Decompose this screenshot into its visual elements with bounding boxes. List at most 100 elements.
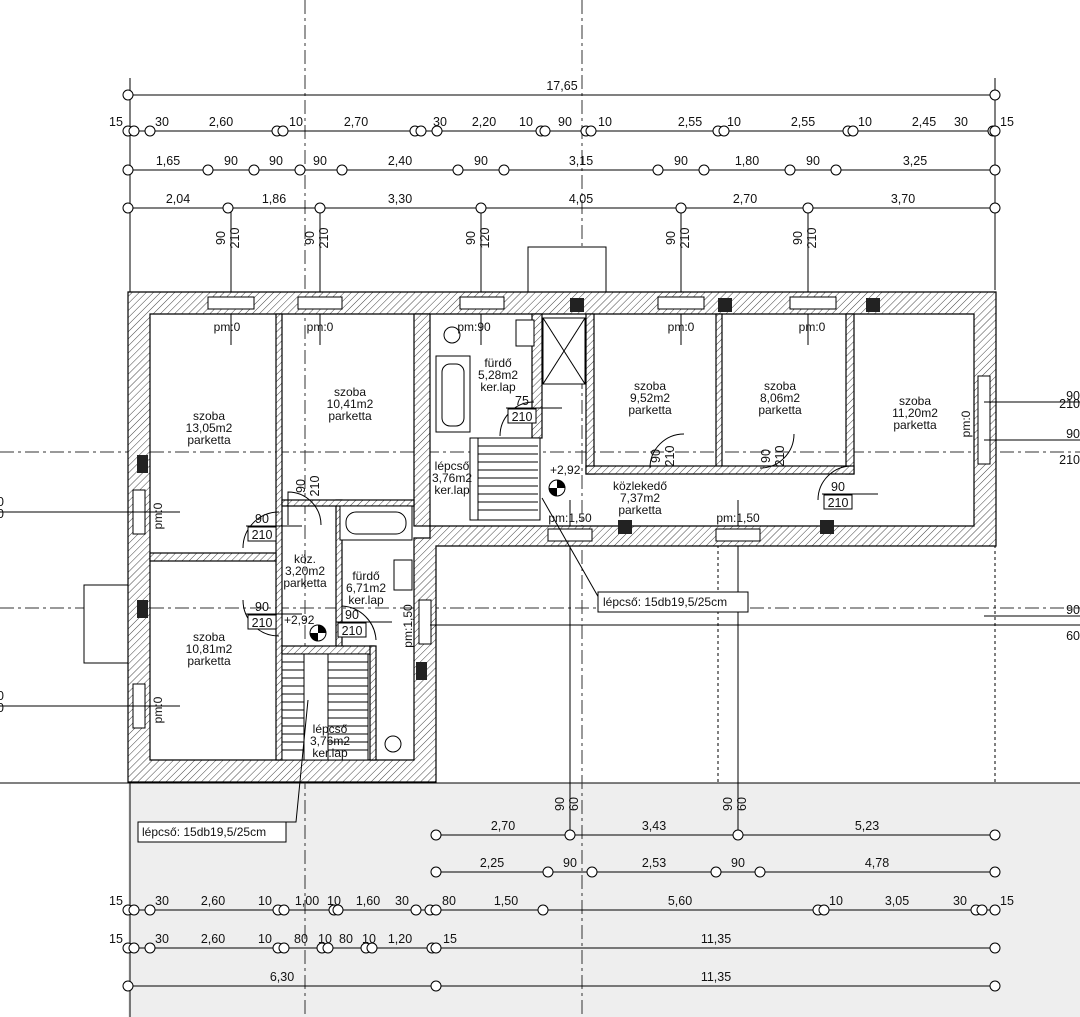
dim-label: 10: [327, 894, 341, 908]
parapet-label: pm:0: [668, 320, 695, 334]
dim-label: 4,78: [865, 856, 889, 870]
room-floor: parketta: [328, 409, 372, 423]
parapet-label: pm:0: [799, 320, 826, 334]
dim-label: 11,35: [701, 970, 731, 984]
parapet-label: pm:0: [214, 320, 241, 334]
dim-label: 30: [395, 894, 409, 908]
dim-label: 10: [519, 115, 533, 129]
dim-label: 2,53: [642, 856, 666, 870]
room-area: 3,76m2: [310, 734, 350, 748]
edge-label-top: 0: [0, 689, 4, 703]
dim-label: 2,60: [209, 115, 233, 129]
dim-label: 90: [806, 154, 820, 168]
parapet-label: pm:1,50: [548, 511, 592, 525]
door-width: 90: [649, 449, 663, 463]
dim-node: [847, 125, 859, 137]
opening-height: 60: [735, 797, 749, 811]
parapet-label: pm:0: [151, 502, 165, 529]
room-floor: parketta: [187, 433, 231, 447]
dim-label: 90: [563, 856, 577, 870]
door-height: 210: [828, 496, 849, 510]
dim-label: 15: [443, 932, 457, 946]
dim-node: [336, 164, 348, 176]
opening-height: 120: [478, 228, 492, 249]
dim-node: [128, 904, 140, 916]
room-floor: parketta: [187, 654, 231, 668]
dim-node: [332, 904, 344, 916]
edge-label-bottom: 0: [0, 507, 4, 521]
dim-label: 80: [339, 932, 353, 946]
dim-label: 90: [674, 154, 688, 168]
dim-node: [989, 904, 1001, 916]
room-name: szoba: [899, 394, 931, 408]
dim-node: [539, 125, 551, 137]
opening-height: 210: [317, 228, 331, 249]
dim-node: [122, 164, 134, 176]
edge-label-top: 0: [0, 495, 4, 509]
edge-label-bottom: 60: [1066, 629, 1080, 643]
dim-node: [718, 125, 730, 137]
dim-label: 90: [558, 115, 572, 129]
dim-node: [322, 942, 334, 954]
dim-node: [122, 980, 134, 992]
dim-label: 90: [313, 154, 327, 168]
edge-label-bottom: 0: [0, 701, 4, 715]
edge-label-bottom: 210: [1059, 453, 1080, 467]
level-mark-1: +2,92: [550, 463, 581, 477]
door-height: 210: [773, 446, 787, 467]
dim-label: 2,55: [678, 115, 702, 129]
dim-label: 2,20: [472, 115, 496, 129]
dim-label: 2,60: [201, 932, 225, 946]
edge-label-top: 90: [1066, 603, 1080, 617]
level-markers: +2,92 +2,92: [284, 463, 581, 642]
dim-node: [989, 164, 1001, 176]
dim-node: [989, 89, 1001, 101]
dim-node: [277, 125, 289, 137]
fixtures: [242, 317, 853, 761]
room-floor: parketta: [893, 418, 937, 432]
dim-node: [144, 125, 156, 137]
room-area: 9,52m2: [630, 391, 670, 405]
door-width: 90: [255, 600, 269, 614]
dim-node: [410, 904, 422, 916]
parapet-label: pm:0: [959, 410, 973, 437]
dim-node: [675, 202, 687, 214]
dim-node: [144, 942, 156, 954]
dim-node: [475, 202, 487, 214]
dim-label: 10: [858, 115, 872, 129]
dim-label: 90: [224, 154, 238, 168]
dim-node: [498, 164, 510, 176]
dim-node: [754, 866, 766, 878]
opening-height: 210: [678, 228, 692, 249]
dim-node: [430, 980, 442, 992]
dim-label: 1,86: [262, 192, 286, 206]
door-height: 210: [342, 624, 363, 638]
level-mark-2: +2,92: [284, 613, 315, 627]
room-area: 11,20m2: [892, 406, 938, 420]
dim-node: [430, 829, 442, 841]
dim-node: [128, 125, 140, 137]
dim-label: 1,50: [494, 894, 518, 908]
stair-note-upper: lépcső: 15db19,5/25cm: [603, 595, 727, 609]
parapet-label: pm:1,50: [716, 511, 760, 525]
room-floor: parketta: [628, 403, 672, 417]
dim-label: 2,70: [733, 192, 757, 206]
dim-node: [430, 942, 442, 954]
parapet-label: pm:90: [457, 320, 491, 334]
door-width: 90: [294, 479, 308, 493]
dim-label: 1,65: [156, 154, 180, 168]
room-name: fürdő: [352, 569, 380, 583]
opening-height: 60: [567, 797, 581, 811]
dim-node: [431, 125, 443, 137]
